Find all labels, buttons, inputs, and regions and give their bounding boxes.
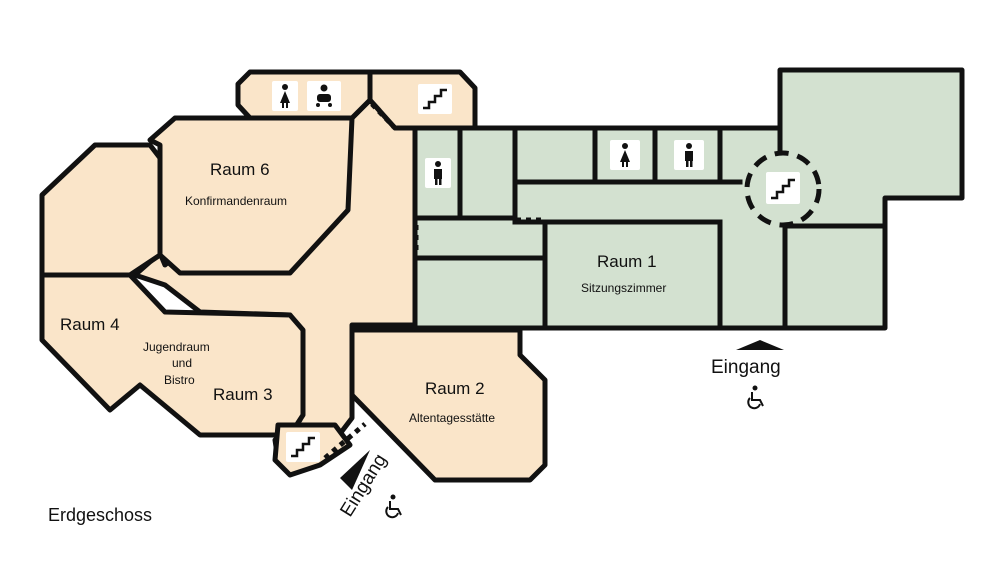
wheelchair-icon [747,385,764,410]
man-wc-icon [425,158,451,188]
floor-label: Erdgeschoss [48,505,153,525]
room-sublabel: und [172,356,192,370]
room-label: Raum 6 [210,160,270,179]
room-sublabel: Konfirmandenraum [185,194,287,208]
room-sublabel: Bistro [164,373,195,387]
room-label: Raum 1 [597,252,657,271]
room-label: Raum 3 [213,385,273,404]
wc-block-top [235,69,373,121]
room-raum-2[interactable] [349,327,548,483]
room-raum-6[interactable] [147,115,355,276]
wall [512,219,723,331]
room-label: Raum 2 [425,379,485,398]
woman-wc-icon [272,81,298,111]
room-sublabel: Altentagesstätte [409,411,495,425]
entrance-label: Eingang [711,357,781,378]
entrance-arrow [736,340,784,350]
wheelchair-icon [385,494,402,519]
woman-wc-icon [610,140,640,170]
room-sublabel: Jugendraum [143,340,210,354]
baby-changing-icon [307,81,341,111]
stairs-icon [418,84,452,114]
room-left-upper[interactable] [39,142,163,278]
room-label: Raum 4 [60,315,120,334]
stairs-icon [766,172,800,204]
green-wing [412,67,965,331]
stairs-icon [286,432,320,462]
room-sublabel: Sitzungszimmer [581,281,666,295]
opening-dotted [323,422,367,460]
man-wc-icon [674,140,704,170]
entrance-arrow [340,450,370,490]
stairs-circle [744,150,822,228]
wall [457,125,518,221]
